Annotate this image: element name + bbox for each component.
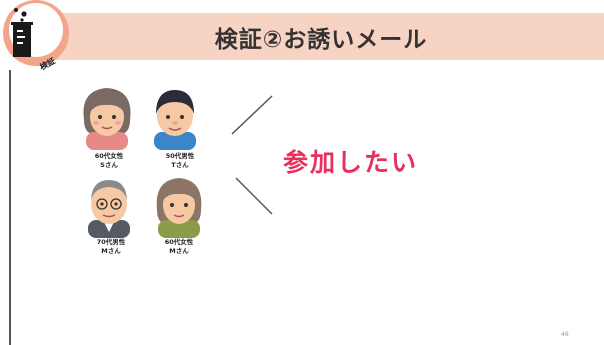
- person-caption-name: Mさん: [101, 247, 121, 255]
- person-caption-age: 60代女性: [164, 238, 194, 246]
- elderly-man-avatar-icon: [88, 180, 130, 238]
- woman-avatar-icon: [83, 88, 131, 150]
- page-title: 検証②お誘いメール: [214, 26, 428, 53]
- person-caption-age: 70代男性: [96, 238, 126, 246]
- person-caption-age: 50代男性: [165, 152, 195, 160]
- speech-lines: [231, 95, 273, 215]
- person-caption: 60代女性 Mさん: [150, 238, 208, 256]
- person-caption: 50代男性 Tさん: [151, 152, 209, 170]
- response-text: 参加したい: [283, 148, 419, 177]
- person-caption-name: Sさん: [100, 161, 118, 169]
- person-caption-age: 60代女性: [94, 152, 124, 160]
- title-band: 検証②お誘いメール: [38, 13, 604, 60]
- page-number: 46: [561, 331, 569, 338]
- woman-avatar-icon: [156, 178, 202, 238]
- man-avatar-icon: [154, 90, 196, 150]
- person-caption-name: Tさん: [171, 161, 189, 169]
- person-caption: 70代男性 Mさん: [82, 238, 140, 256]
- person-caption-name: Mさん: [169, 247, 189, 255]
- flask-badge-icon: [3, 0, 69, 66]
- person-caption: 60代女性 Sさん: [80, 152, 138, 170]
- left-rule: [9, 70, 11, 345]
